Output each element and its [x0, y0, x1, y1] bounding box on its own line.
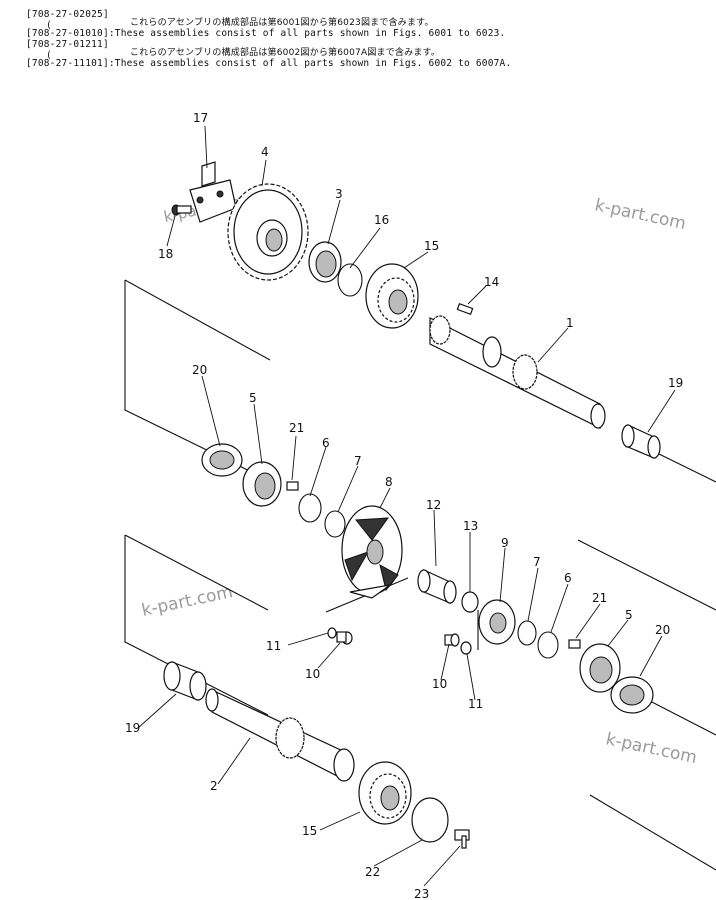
- part-7-snap-ring-upper: [324, 510, 346, 538]
- label-7-lower: 7: [533, 555, 541, 569]
- bracket-line-right-lower: [647, 699, 716, 736]
- label-10-right: 10: [432, 677, 447, 691]
- label-22: 22: [365, 865, 380, 879]
- part-19-bearing-lower: [163, 661, 207, 701]
- header-line-1: [708-27-02025]: [26, 9, 109, 20]
- part-14-key: [456, 303, 474, 315]
- part-10-bolt-right: [444, 633, 460, 647]
- part-17-plate: [189, 161, 237, 223]
- part-6-ring-upper: [298, 493, 322, 523]
- bracket-line-right-upper: [654, 451, 716, 483]
- label-17: 17: [193, 111, 208, 125]
- bracket-line-right-mid: [577, 539, 716, 611]
- part-7-snap-ring-lower: [517, 620, 537, 646]
- label-23: 23: [414, 887, 429, 900]
- bracket-line-top: [124, 279, 271, 361]
- label-7-upper: 7: [354, 454, 362, 468]
- part-12-sleeve: [417, 569, 457, 604]
- label-6-upper: 6: [322, 436, 330, 450]
- label-12: 12: [426, 498, 441, 512]
- label-8: 8: [385, 475, 393, 489]
- part-16-ring: [337, 263, 363, 297]
- bracket-line-left-lower: [124, 535, 269, 716]
- watermark-1: k-part.com: [593, 195, 688, 234]
- label-6-lower: 6: [564, 571, 572, 585]
- label-11-right: 11: [468, 697, 483, 711]
- part-18-bolt: [171, 204, 192, 216]
- bracket-line-left-upper: [124, 280, 269, 481]
- label-20-lower: 20: [655, 623, 670, 637]
- bracket-line-mid: [124, 534, 269, 611]
- label-19-upper: 19: [668, 376, 683, 390]
- label-11-left: 11: [266, 639, 281, 653]
- label-15-upper: 15: [424, 239, 439, 253]
- part-8-rotor: [341, 505, 403, 599]
- part-20-seal-lower: [610, 676, 654, 714]
- leader-lines: [137, 125, 676, 887]
- part-5-collar-upper: [242, 461, 282, 507]
- label-1: 1: [566, 316, 574, 330]
- part-4-gear: [227, 183, 309, 281]
- label-16: 16: [374, 213, 389, 227]
- part-11-washer-right: [460, 641, 472, 655]
- part-13-ring: [461, 591, 479, 613]
- part-23-bolt: [454, 829, 470, 849]
- label-3: 3: [335, 187, 343, 201]
- part-11-washer-left: [327, 627, 337, 639]
- part-15-bearing-upper: [365, 263, 419, 329]
- header-line-3: [708-27-01010]:These assemblies consist …: [26, 28, 506, 39]
- part-21-pin-lower: [568, 639, 581, 649]
- label-21-lower: 21: [592, 591, 607, 605]
- header-line-6: [708-27-11101]:These assemblies consist …: [26, 58, 512, 69]
- part-22-cap: [411, 797, 449, 843]
- part-19-bearing-upper: [621, 424, 661, 459]
- part-15-bearing-lower: [358, 761, 412, 825]
- watermark-2: k-part.com: [140, 582, 235, 621]
- label-10-left: 10: [305, 667, 320, 681]
- label-5-lower: 5: [625, 608, 633, 622]
- part-20-seal-upper: [201, 443, 243, 477]
- watermark-3: k-part.com: [604, 729, 699, 768]
- label-18: 18: [158, 247, 173, 261]
- label-19-lower: 19: [125, 721, 140, 735]
- header-bracket-1: (: [46, 20, 52, 31]
- header-jp-2: これらのアセンブリの構成部品は第6002図から第6007A図まで含みます。: [130, 48, 441, 58]
- part-2-shaft: [205, 688, 355, 782]
- label-20-upper: 20: [192, 363, 207, 377]
- part-21-pin-upper: [286, 481, 299, 491]
- part-9-flange: [478, 599, 516, 645]
- label-4: 4: [261, 145, 269, 159]
- part-5-collar-lower: [579, 643, 621, 693]
- label-9: 9: [501, 536, 509, 550]
- part-6-ring-lower: [537, 631, 559, 659]
- label-13: 13: [463, 519, 478, 533]
- part-3-race: [308, 241, 342, 283]
- label-15-lower: 15: [302, 824, 317, 838]
- bracket-line-right-bottom: [589, 794, 716, 871]
- part-1-shaft: [429, 315, 606, 429]
- part-10-bolt-left: [336, 631, 353, 645]
- label-14: 14: [484, 275, 499, 289]
- header-line-4: [708-27-01211]: [26, 39, 109, 50]
- label-5-upper: 5: [249, 391, 257, 405]
- header-bracket-2: (: [46, 50, 52, 61]
- label-21-upper: 21: [289, 421, 304, 435]
- header-jp-1: これらのアセンブリの構成部品は第6001図から第6023図まで含みます。: [130, 18, 434, 28]
- label-2: 2: [210, 779, 218, 793]
